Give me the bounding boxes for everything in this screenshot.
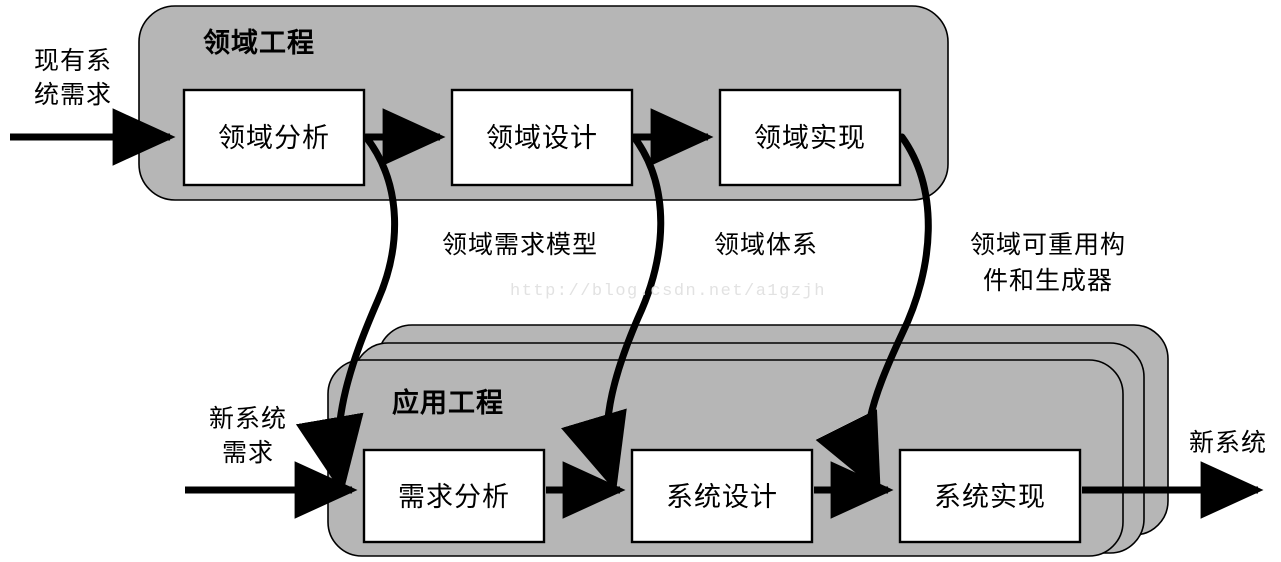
- io-label-new-system-requirements-line1: 新系统: [208, 404, 287, 433]
- box-label-domain-design: 领域设计: [486, 123, 598, 154]
- container-title-domain-engineering: 领域工程: [203, 28, 315, 59]
- io-label-new-system-output: 新系统: [1188, 428, 1267, 457]
- box-system-design[interactable]: [630, 448, 814, 544]
- box-system-implementation[interactable]: [898, 448, 1082, 544]
- io-label-existing-system-requirements-line1: 现有系: [33, 46, 112, 75]
- box-domain-analysis[interactable]: [182, 88, 366, 187]
- flow-label-domain-reusable-assets-line1: 领域可重用构: [969, 230, 1126, 259]
- flow-label-domain-architecture: 领域体系: [713, 230, 818, 259]
- watermark-text: http://blog.csdn.net/a1gzjh: [510, 282, 826, 301]
- box-label-domain-analysis: 领域分析: [218, 123, 330, 154]
- box-domain-implementation[interactable]: [718, 88, 902, 187]
- container-title-application-engineering: 应用工程: [392, 388, 504, 419]
- box-label-domain-implementation: 领域实现: [754, 123, 866, 154]
- io-label-existing-system-requirements-line2: 统需求: [33, 80, 112, 109]
- flow-label-domain-reusable-assets-line2: 件和生成器: [982, 266, 1113, 295]
- box-requirements-analysis[interactable]: [362, 448, 546, 544]
- box-label-system-implementation: 系统实现: [934, 482, 1046, 513]
- box-domain-design[interactable]: [450, 88, 634, 187]
- curve-domain-analysis-to-requirements-analysis: [295, 133, 398, 495]
- curve-domain-implementation-to-system-implementation: [815, 133, 932, 494]
- flow-label-domain-requirements-model: 领域需求模型: [441, 230, 598, 259]
- box-label-requirements-analysis: 需求分析: [398, 482, 510, 513]
- box-label-system-design: 系统设计: [666, 482, 778, 513]
- curve-domain-design-to-system-design: [561, 133, 665, 493]
- straight-flow-arrows: [10, 108, 1264, 519]
- io-label-new-system-requirements-line2: 需求: [221, 438, 274, 467]
- curved-flow-arrows: [295, 133, 932, 495]
